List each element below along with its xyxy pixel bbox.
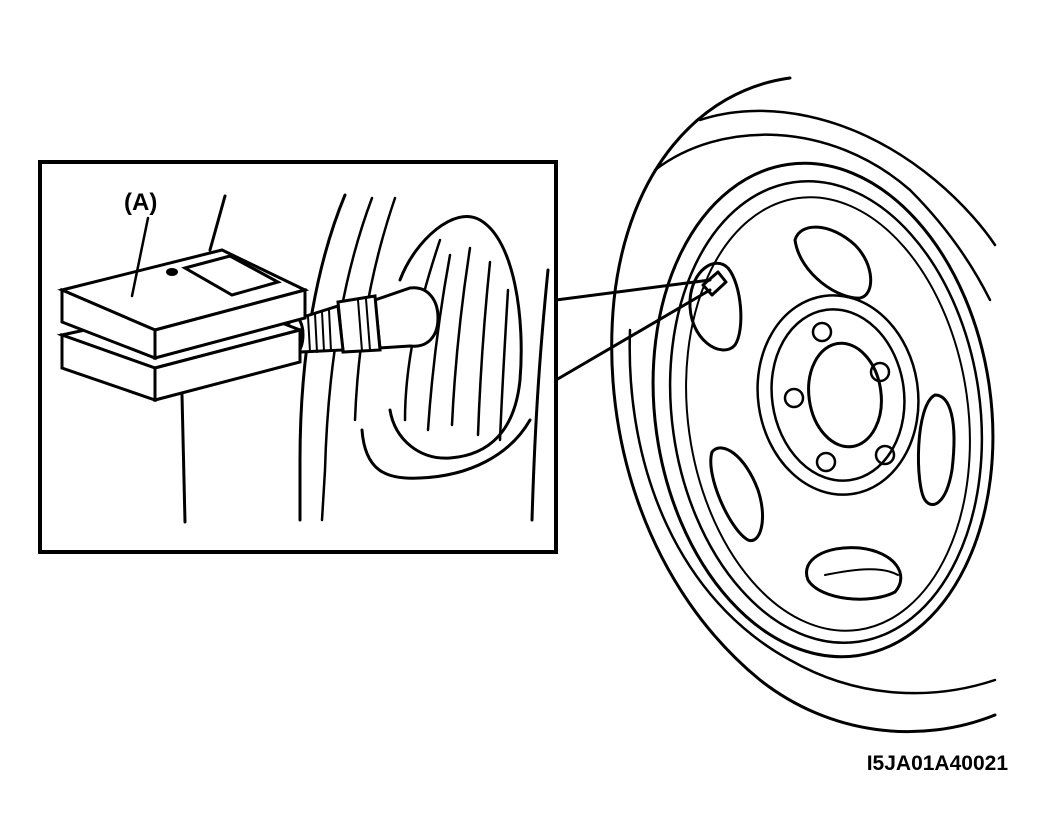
wheel-slot-right xyxy=(917,393,956,506)
callout-connector xyxy=(554,278,712,382)
wheel-slot-top xyxy=(793,225,873,300)
lug-nut xyxy=(815,451,837,473)
inset-rim-hatch xyxy=(426,253,452,432)
pressure-gauge xyxy=(56,194,310,524)
lug-nut xyxy=(783,387,805,409)
detail-inset: (A) xyxy=(38,160,558,554)
inset-rim-hole-lip xyxy=(360,418,532,480)
lug-nut xyxy=(811,321,833,343)
wheel-slot-left xyxy=(709,446,765,543)
gauge-body-side xyxy=(153,288,307,360)
gauge-base-side xyxy=(153,328,302,402)
gauge-hose-top xyxy=(208,194,227,252)
gauge-nozzle xyxy=(285,304,345,355)
rim-ring-2 xyxy=(668,180,984,644)
tire-shoulder xyxy=(653,133,992,302)
hub-outer-ring xyxy=(756,294,920,496)
callout-leader xyxy=(130,216,150,298)
lug-nut xyxy=(869,361,891,383)
tire-sidewall xyxy=(628,328,997,695)
wheel-slots xyxy=(688,225,956,601)
inset-rim-hatch xyxy=(498,288,510,442)
valve-stem-body xyxy=(373,286,440,350)
wheel-slot-bottom-shade xyxy=(824,568,899,576)
gauge-hose-bottom xyxy=(180,393,187,524)
hub-inner-ring xyxy=(770,308,906,482)
rim-outer-ring xyxy=(651,161,995,659)
inset-rim-hatch xyxy=(450,246,472,427)
wheel-slot-bottom xyxy=(805,546,903,601)
wheel-slot-upper-left xyxy=(688,261,743,352)
rim-ring-3 xyxy=(685,196,971,632)
lug-nuts xyxy=(783,321,896,473)
tire-outer-edge xyxy=(610,76,997,734)
valve-stem xyxy=(336,286,440,354)
wheel-illustration xyxy=(610,76,997,734)
inset-rim-hatch xyxy=(476,260,492,437)
center-bore xyxy=(807,341,883,449)
inset-rim-hole xyxy=(388,214,523,460)
lug-nut xyxy=(874,444,896,466)
inset-rim-outer-ring xyxy=(530,268,550,522)
callout-label: (A) xyxy=(124,189,157,216)
gauge-display xyxy=(181,254,282,297)
tire-outer-edge-2 xyxy=(698,109,997,247)
gauge-button xyxy=(166,268,178,276)
figure-code: I5JA01A40021 xyxy=(867,752,1009,775)
